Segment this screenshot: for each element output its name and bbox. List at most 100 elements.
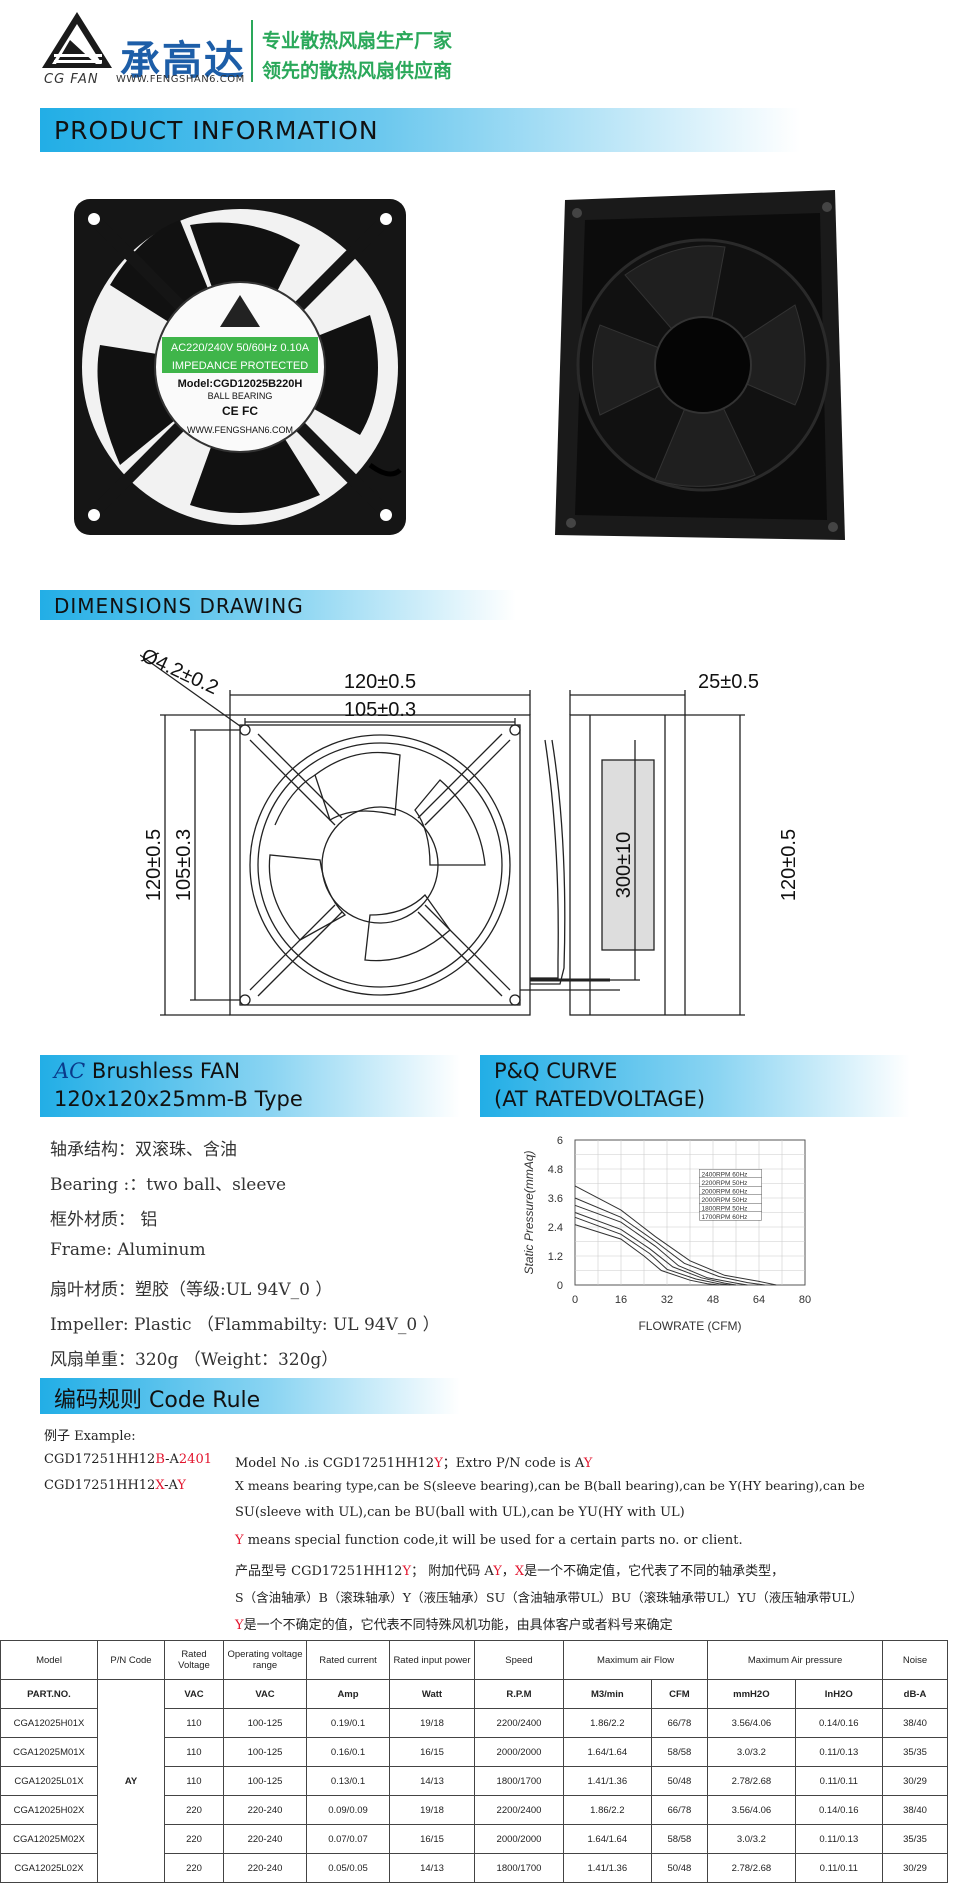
code-part: Y bbox=[177, 1478, 186, 1493]
table-cell: 1.86/2.2 bbox=[563, 1795, 652, 1825]
header-divider bbox=[251, 20, 253, 82]
product-type-line-1: AC Brushless FAN bbox=[54, 1059, 240, 1083]
table-cell: 1.41/1.36 bbox=[563, 1766, 652, 1796]
table-cell: 30/29 bbox=[882, 1853, 948, 1883]
table-cell: 3.0/3.2 bbox=[707, 1824, 796, 1854]
table-cell: 58/58 bbox=[650, 1824, 709, 1854]
table-header-cell: Model bbox=[0, 1640, 98, 1680]
chart-legend-entry: 2000RPM 60Hz bbox=[702, 1188, 748, 1195]
table-cell: 2200/2400 bbox=[474, 1708, 564, 1738]
desc-part: ； 附加代码 A bbox=[411, 1564, 494, 1579]
table-cell: 1.86/2.2 bbox=[563, 1708, 652, 1738]
chart-legend-entry: 1800RPM 50Hz bbox=[702, 1205, 748, 1212]
code-part: X bbox=[155, 1478, 165, 1493]
dim-outer-width: 120±0.5 bbox=[344, 671, 416, 693]
spec-line: Impeller: Plastic （Flammabilty: UL 94V_0… bbox=[50, 1315, 440, 1335]
section-bar-product-type: AC Brushless FAN 120x120x25mm-B Type bbox=[40, 1055, 460, 1117]
table-cell: 50/48 bbox=[650, 1766, 709, 1796]
table-header-cell: Noise bbox=[882, 1640, 948, 1680]
desc-part: means special function code,it will be u… bbox=[243, 1533, 743, 1548]
desc-part: ， bbox=[501, 1564, 515, 1579]
table-cell: 66/78 bbox=[650, 1708, 709, 1738]
chart-x-tick-label: 48 bbox=[707, 1294, 719, 1306]
spec-table: Model P/N Code Rated Voltage Operating v… bbox=[0, 1640, 948, 1883]
chart-legend-box bbox=[699, 1211, 762, 1221]
table-cell: 1800/1700 bbox=[474, 1766, 564, 1796]
rule-cn-line-2: S（含油轴承）B（滚珠轴承）Y（液压轴承）SU（含油轴承带UL）BU（滚珠轴承带… bbox=[235, 1590, 863, 1605]
dimensions-drawing: 120±0.5 105±0.3 Ø4.2±0.2 120±0.5 105±0.3… bbox=[140, 645, 800, 1016]
dim-outer-height: 120±0.5 bbox=[143, 829, 165, 901]
desc-part: Model No .is CGD17251HH12 bbox=[235, 1456, 435, 1471]
table-cell: 35/35 bbox=[882, 1824, 948, 1854]
table-cell: CGA12025M01X bbox=[0, 1737, 98, 1767]
code-part: CGD17251HH12 bbox=[44, 1452, 156, 1467]
table-unit-cell: R.P.M bbox=[474, 1679, 564, 1709]
table-cell: 30/29 bbox=[882, 1766, 948, 1796]
chart-y-tick-label: 0 bbox=[557, 1280, 563, 1292]
desc-part: 是一个不确定值，它代表了不同的轴承类型， bbox=[524, 1564, 785, 1579]
label-model: Model:CGD12025B220H bbox=[178, 378, 303, 390]
chart-series-line bbox=[574, 1216, 731, 1286]
slogan-line-1: 专业散热风扇生产厂家 bbox=[262, 30, 453, 52]
rule-y-line: Y means special function code,it will be… bbox=[235, 1533, 743, 1548]
section-bar-dimensions: DIMENSIONS DRAWING bbox=[40, 590, 600, 620]
label-impedance: IMPEDANCE PROTECTED bbox=[172, 360, 308, 372]
desc-part: Y bbox=[434, 1456, 443, 1471]
section-title: DIMENSIONS DRAWING bbox=[54, 594, 304, 618]
table-cell: 16/15 bbox=[389, 1737, 475, 1767]
chart-series-line bbox=[574, 1212, 737, 1286]
example-label: 例子 Example: bbox=[44, 1429, 136, 1444]
table-cell: CGA12025H02X bbox=[0, 1795, 98, 1825]
table-unit-cell: VAC bbox=[164, 1679, 224, 1709]
code-part: 2401 bbox=[178, 1452, 212, 1467]
chart-x-tick-label: 80 bbox=[799, 1294, 811, 1306]
table-cell: 110 bbox=[164, 1766, 224, 1796]
section-bar-pq-curve: P&Q CURVE (AT RATEDVOLTAGE) bbox=[480, 1055, 910, 1117]
table-cell: 100-125 bbox=[223, 1737, 307, 1767]
table-header-cell: Rated current bbox=[306, 1640, 390, 1680]
table-cell: CGA12025H01X bbox=[0, 1708, 98, 1738]
example-2-code: CGD17251HH12X-AY bbox=[44, 1478, 186, 1493]
table-cell: 220-240 bbox=[223, 1853, 307, 1883]
table-unit-cell: PART.NO. bbox=[0, 1679, 98, 1709]
fan-back-photo bbox=[555, 190, 845, 540]
label-cert: CE FC bbox=[222, 404, 258, 418]
chart-y-tick-label: 4.8 bbox=[548, 1164, 563, 1176]
table-cell: CGA12025M02X bbox=[0, 1824, 98, 1854]
table-cell: 58/58 bbox=[650, 1737, 709, 1767]
spec-line: 风扇单重：320g （Weight：320g） bbox=[50, 1350, 339, 1370]
table-cell: 0.19/0.1 bbox=[306, 1708, 390, 1738]
table-cell: 220 bbox=[164, 1795, 224, 1825]
section-title: PRODUCT INFORMATION bbox=[54, 116, 379, 145]
product-type-name: Brushless FAN bbox=[91, 1059, 241, 1083]
dim-lead-length: 300±10 bbox=[613, 832, 635, 899]
table-cell: 110 bbox=[164, 1708, 224, 1738]
table-cell: 0.16/0.1 bbox=[306, 1737, 390, 1767]
spec-line: 轴承结构：双滚珠、含油 bbox=[50, 1140, 237, 1160]
table-header-row: Model P/N Code Rated Voltage Operating v… bbox=[0, 1640, 948, 1680]
dim-side-height: 120±0.5 bbox=[778, 829, 800, 901]
table-cell: 2200/2400 bbox=[474, 1795, 564, 1825]
desc-part: 产品型号 CGD17251HH12 bbox=[235, 1564, 403, 1579]
table-unit-cell: Watt bbox=[389, 1679, 475, 1709]
rule-cn-line-3: Y是一个不确定的值，它代表不同特殊风机功能，由具体客户或者料号来确定 bbox=[235, 1614, 673, 1633]
chart-series-line bbox=[574, 1204, 748, 1286]
table-unit-cell: VAC bbox=[223, 1679, 307, 1709]
chart-legend-entry: 2200RPM 50Hz bbox=[702, 1180, 748, 1187]
table-units-row: PART.NO. AY VAC VAC Amp Watt R.P.M M3/mi… bbox=[0, 1679, 948, 1883]
table-cell: 0.05/0.05 bbox=[306, 1853, 390, 1883]
chart-y-tick-label: 1.2 bbox=[548, 1251, 563, 1263]
table-cell: 2000/2000 bbox=[474, 1737, 564, 1767]
table-cell: 220 bbox=[164, 1824, 224, 1854]
table-cell: 1.64/1.64 bbox=[563, 1737, 652, 1767]
section-bar-code-rule: 编码规则 Code Rule bbox=[40, 1378, 460, 1414]
table-unit-cell: dB-A bbox=[882, 1679, 948, 1709]
example-1-code: CGD17251HH12B-A2401 bbox=[44, 1452, 212, 1467]
table-cell: 0.14/0.16 bbox=[794, 1795, 884, 1825]
chart-y-label: Static Pressure(mmAq) bbox=[522, 1150, 536, 1274]
table-cell: 220-240 bbox=[223, 1824, 307, 1854]
spec-line: Frame: Aluminum bbox=[50, 1240, 206, 1260]
table-cell: 2.78/2.68 bbox=[707, 1766, 796, 1796]
